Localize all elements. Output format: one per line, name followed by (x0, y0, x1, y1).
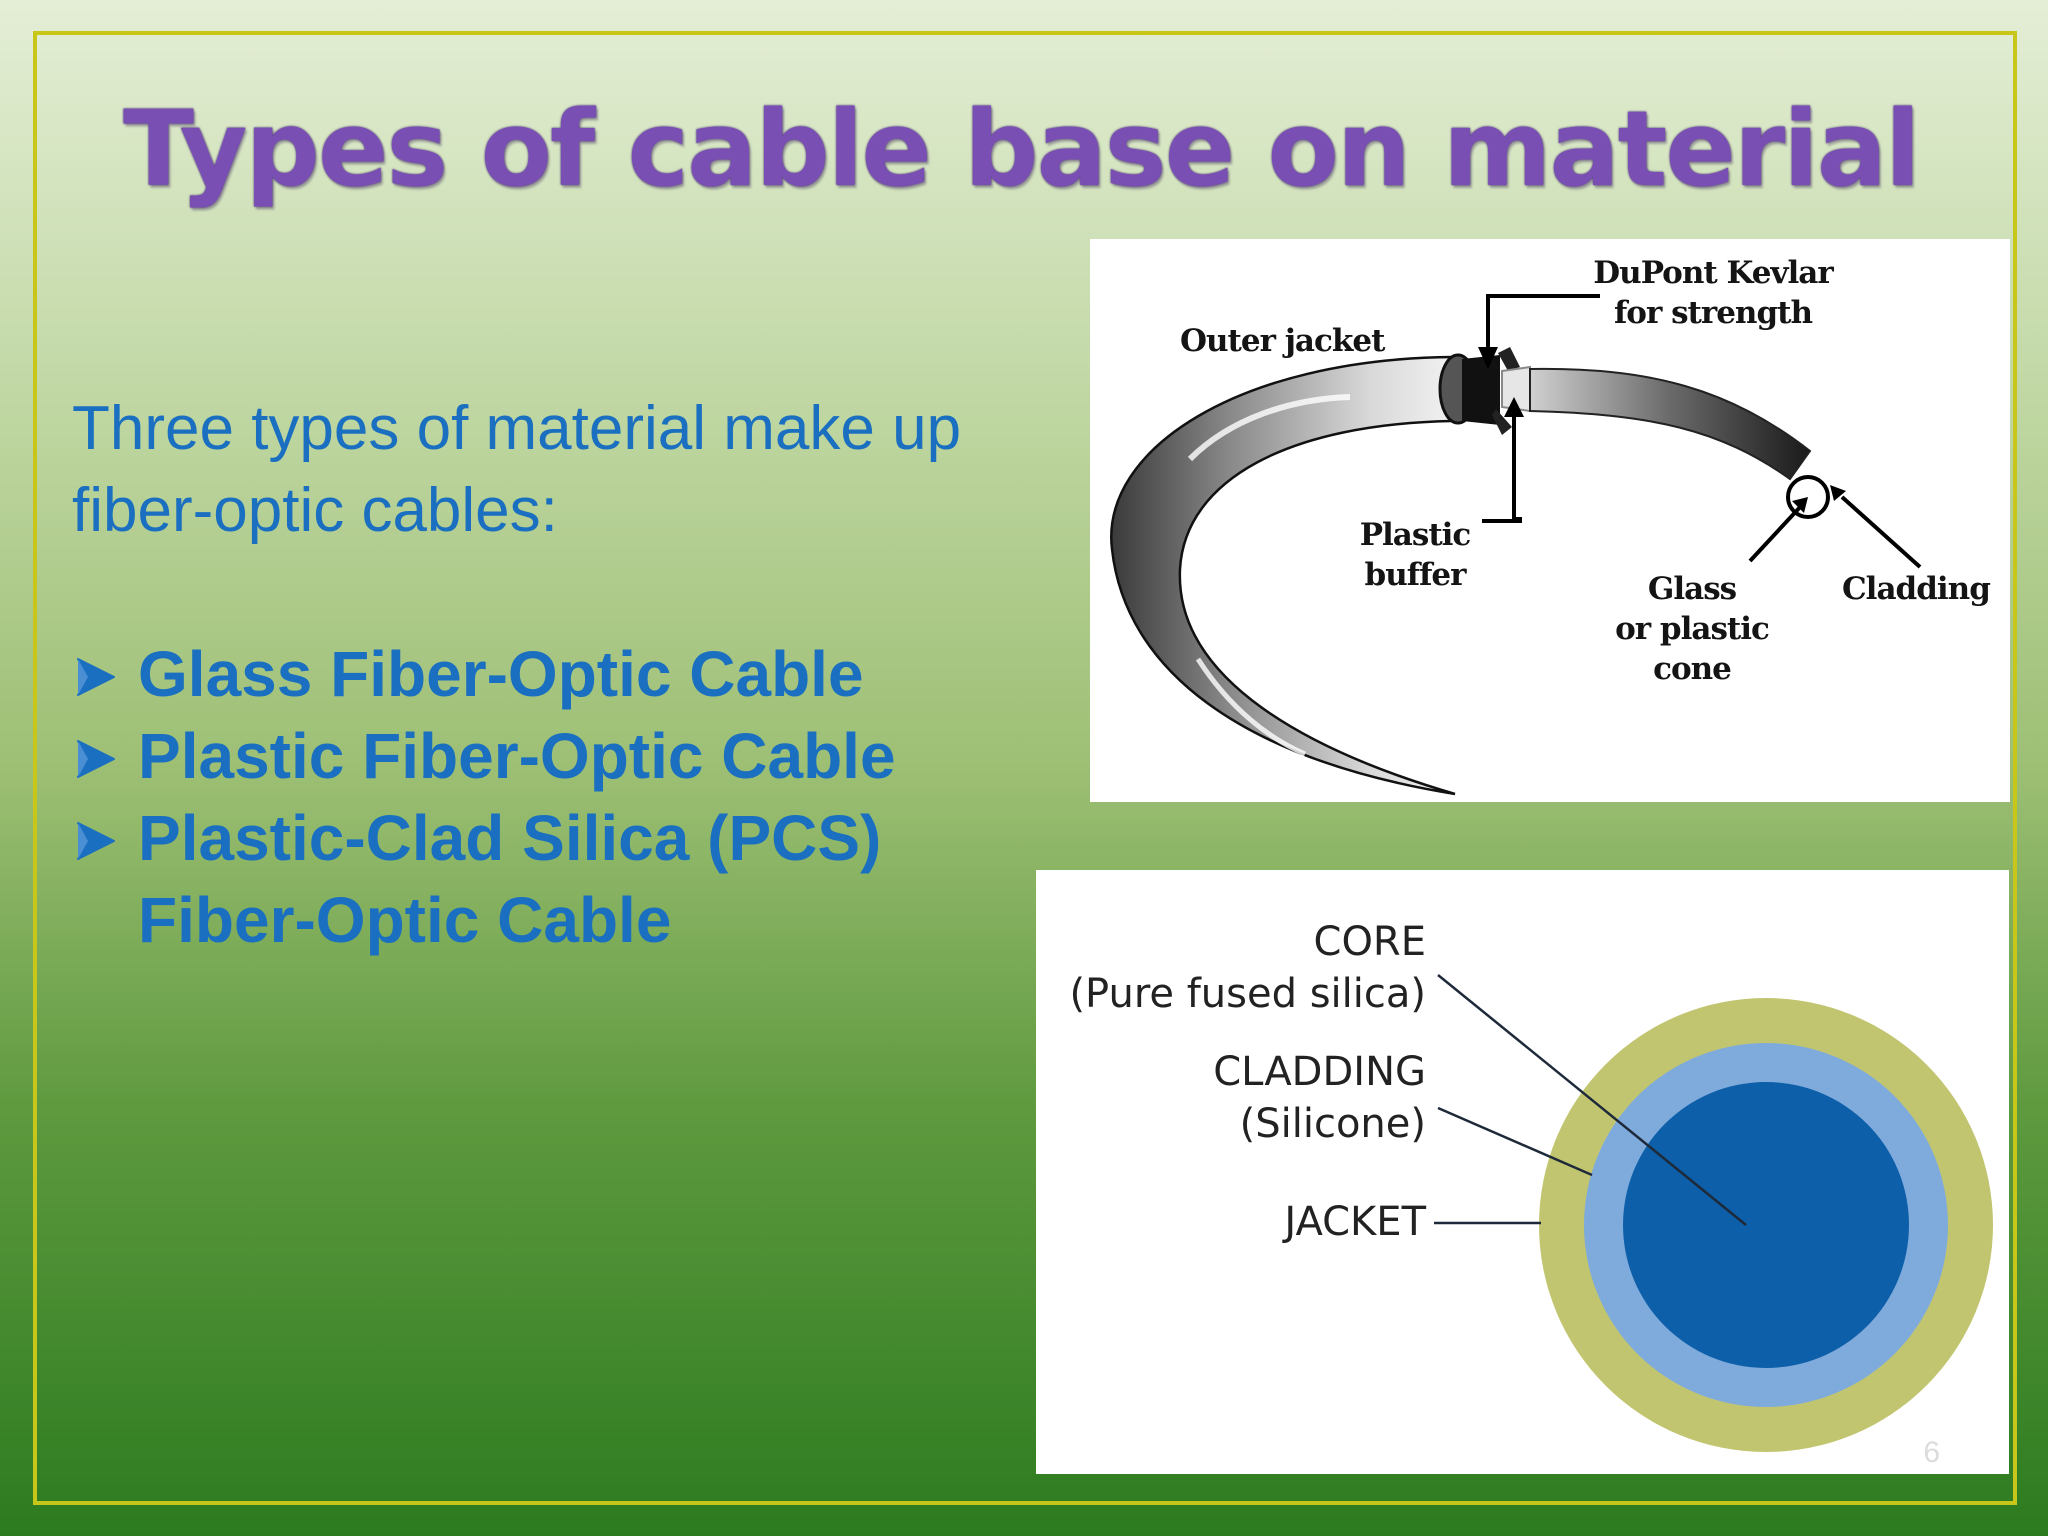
intro-line: fiber-optic cables: (72, 476, 558, 545)
cross-section-diagram: CORE (Pure fused silica) CLADDING (Silic… (1036, 870, 2009, 1474)
label-line: CLADDING (1213, 1049, 1426, 1095)
core-label: CORE (Pure fused silica) (1036, 916, 1426, 1020)
arrow-bullet-icon (72, 797, 138, 879)
label-line: Glass (1647, 571, 1737, 607)
slide-border (33, 31, 2017, 1505)
fiber-cross-section-illustration (1434, 974, 1993, 1452)
label-line: CORE (1313, 919, 1426, 965)
list-item: Plastic Fiber-Optic Cable (72, 715, 1052, 797)
intro-text: Three types of material make up fiber-op… (72, 388, 1072, 552)
plastic-buffer-label: Plastic buffer (1340, 515, 1490, 595)
core-disc (1623, 1082, 1909, 1368)
cladding-label: CLADDING (Silicone) (1036, 1046, 1426, 1150)
label-line: for strength (1613, 295, 1813, 331)
label-line: or plastic (1615, 611, 1770, 647)
list-item-text: Plastic-Clad Silica (PCS) (138, 802, 882, 874)
intro-line: Three types of material make up (72, 394, 962, 463)
cable-type-list: Glass Fiber-Optic Cable Plastic Fiber-Op… (72, 633, 1052, 961)
outer-jacket-label: Outer jacket (1180, 323, 1385, 359)
page-number: 6 (1923, 1436, 1940, 1469)
cable-structure-diagram: DuPont Kevlar for strength Outer jacket … (1090, 239, 2010, 802)
cable-illustration (1110, 294, 1922, 796)
list-item-text: Glass Fiber-Optic Cable (138, 638, 864, 710)
label-line: (Silicone) (1239, 1101, 1426, 1147)
arrow-bullet-icon (72, 633, 138, 715)
list-item-text: Plastic Fiber-Optic Cable (138, 720, 896, 792)
arrow-bullet-icon (72, 715, 138, 797)
list-item-text: Fiber-Optic Cable (138, 884, 672, 956)
label-line: (Pure fused silica) (1069, 971, 1426, 1017)
label-line: Plastic (1359, 517, 1472, 553)
label-line: cone (1653, 651, 1732, 687)
glass-core-label: Glass or plastic cone (1612, 569, 1772, 689)
label-line: DuPont Kevlar (1593, 255, 1833, 291)
jacket-label: JACKET (1284, 1199, 1426, 1245)
label-line: buffer (1364, 557, 1467, 593)
slide-title: Types of cable base on material (123, 88, 1921, 210)
cladding-label: Cladding (1842, 571, 1991, 607)
kevlar-label: DuPont Kevlar for strength (1588, 253, 1838, 333)
list-item: Glass Fiber-Optic Cable (72, 633, 1052, 715)
list-item: Plastic-Clad Silica (PCS) Fiber-Optic Ca… (72, 797, 1052, 961)
